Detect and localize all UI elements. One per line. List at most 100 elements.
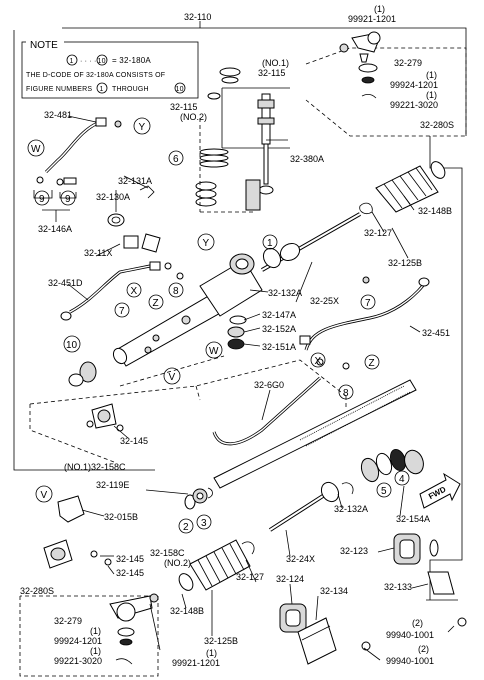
- callout-x-left: X: [131, 286, 138, 297]
- label-32-133: 32-133: [384, 582, 412, 592]
- label-32-6g0: 32-6G0: [254, 380, 284, 390]
- callout-v-bottom: V: [41, 490, 48, 501]
- label-32-131a: 32-131A: [118, 176, 152, 186]
- seal-pack: [360, 448, 424, 483]
- callout-7b: 7: [365, 298, 371, 309]
- rack-bar: [213, 379, 417, 489]
- callout-8b: 8: [343, 388, 349, 399]
- tie-rod-end-top-group: [305, 31, 467, 137]
- callout-8a: 8: [173, 286, 179, 297]
- mount-clamps: [43, 403, 124, 569]
- label-32-24x: 32-24X: [286, 554, 315, 564]
- callout-v-mid: V: [169, 372, 176, 383]
- label-32-110: 32-110: [184, 12, 211, 22]
- callout-w-mid: W: [209, 346, 219, 357]
- callout-2: 2: [183, 522, 189, 533]
- note-through: THROUGH: [112, 86, 149, 93]
- label-32-154a: 32-154A: [396, 514, 430, 524]
- label-32-145: 32-145: [116, 568, 144, 578]
- label-32-151a: 32-151A: [262, 342, 296, 352]
- note-line-3: FIGURE NUMBERS: [26, 86, 92, 93]
- label-32-147a: 32-147A: [262, 310, 296, 320]
- pipe-long: [212, 376, 322, 446]
- dashed-groups: [29, 355, 347, 463]
- label-32-115: 32-115: [258, 68, 285, 78]
- label-32-158c-no1: (NO.1)32-158C: [64, 462, 126, 472]
- label-32-280s: 32-280S: [20, 586, 54, 596]
- label-32-130a: 32-130A: [96, 192, 130, 202]
- svg-text:· · · ·: · · · ·: [80, 58, 97, 65]
- note-callout-start: 1: [70, 58, 74, 65]
- label-32-125b: 32-125B: [204, 636, 238, 646]
- label-99940-1001: 99940-1001: [386, 630, 434, 640]
- label-99221-3020: 99221-3020: [54, 656, 102, 666]
- label-32-015b: 32-015B: [104, 512, 138, 522]
- label-qty: (1): [206, 648, 217, 658]
- label-32-125b: 32-125B: [388, 258, 422, 268]
- label-32-11x: 32-11X: [84, 248, 112, 258]
- label-qty: (2): [418, 644, 429, 654]
- label-32-115: 32-115: [170, 102, 197, 112]
- bushing: [393, 533, 439, 565]
- note-callout-b: 10: [176, 86, 184, 93]
- callout-10: 10: [66, 340, 78, 351]
- bracket-133: [426, 571, 458, 601]
- label-32-145: 32-145: [116, 554, 144, 564]
- pipe-left-top: [33, 117, 122, 222]
- note-heading: NOTE: [30, 40, 58, 51]
- inner-tie-rod-bottom: [268, 481, 354, 532]
- label-32-148b: 32-148B: [418, 206, 452, 216]
- pipe-left-lower: [60, 261, 161, 387]
- label-qty: (1): [426, 90, 437, 100]
- leader-lines: [67, 115, 455, 661]
- label-32-134: 32-134: [320, 586, 348, 596]
- tie-rod-end-bottom: [19, 593, 159, 677]
- fwd-arrow: FWD: [419, 472, 461, 509]
- label-32-148b: 32-148B: [170, 606, 204, 616]
- label-32-119e: 32-119E: [96, 480, 129, 490]
- label-32-25x: 32-25X: [310, 296, 339, 306]
- label-32-127: 32-127: [364, 228, 392, 238]
- washers-bottom: [184, 487, 213, 510]
- label-32-451d: 32-451D: [48, 278, 83, 288]
- label-qty: (1): [426, 70, 437, 80]
- valve-spool-assembly: [195, 67, 290, 213]
- label-99921-1201: 99921-1201: [348, 14, 396, 24]
- pipe-right: [299, 277, 430, 351]
- label-32-132a: 32-132A: [334, 504, 368, 514]
- boot-bottom-left: [178, 539, 255, 591]
- note-line-2: THE D-CODE OF 32-180A CONSISTS OF: [26, 72, 165, 79]
- note-ref: = 32-180A: [112, 56, 151, 65]
- label-no2: (NO.2): [164, 558, 191, 568]
- label-32-145: 32-145: [120, 436, 148, 446]
- label-32-481: 32-481: [44, 110, 72, 120]
- label-32-127: 32-127: [236, 572, 264, 582]
- label-32-123: 32-123: [340, 546, 368, 556]
- callout-z-right: Z: [369, 358, 375, 369]
- gear-housing: [112, 242, 301, 367]
- label-32-124: 32-124: [276, 574, 304, 584]
- label-32-451: 32-451: [422, 328, 450, 338]
- mount-brackets-bottom: [279, 603, 467, 665]
- label-no2: (NO.2): [180, 112, 207, 122]
- label-32-380a: 32-380A: [290, 154, 324, 164]
- callout-5: 5: [381, 486, 387, 497]
- callout-y-mid: Y: [203, 238, 210, 249]
- label-32-279: 32-279: [54, 616, 82, 626]
- callout-3: 3: [201, 518, 207, 529]
- label-qty: (2): [412, 618, 423, 628]
- label-99921-1201: 99921-1201: [172, 658, 220, 668]
- label-99924-1201: 99924-1201: [54, 636, 102, 646]
- label-99221-3020: 99221-3020: [390, 100, 438, 110]
- label-qty: (1): [90, 646, 101, 656]
- label-32-152a: 32-152A: [262, 324, 296, 334]
- callout-9b: 9: [65, 194, 71, 205]
- callout-1: 1: [267, 238, 273, 249]
- small-parts-center: [227, 276, 370, 370]
- label-99924-1201: 99924-1201: [390, 80, 438, 90]
- frame-lines: [13, 21, 467, 600]
- callout-6: 6: [173, 154, 179, 165]
- callout-4: 4: [399, 474, 405, 485]
